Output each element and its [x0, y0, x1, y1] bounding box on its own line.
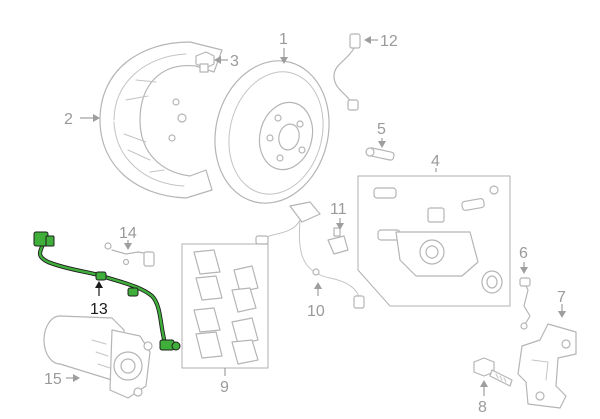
part-5-guide-pin[interactable] [365, 147, 395, 161]
callout-7[interactable]: 7 [557, 289, 566, 306]
part-11-sensor-bracket[interactable] [327, 227, 349, 255]
callout-14[interactable]: 14 [119, 225, 137, 242]
callout-4[interactable]: 4 [431, 153, 440, 170]
part-12-brake-hose[interactable] [333, 33, 361, 111]
part-3-bolt[interactable] [195, 51, 215, 73]
callout-3[interactable]: 3 [230, 53, 239, 70]
leader-2 [80, 114, 100, 122]
leader-12 [364, 36, 378, 44]
callout-1[interactable]: 1 [279, 31, 288, 48]
leader-1 [280, 48, 288, 64]
part-7-caliper-bracket[interactable] [517, 323, 577, 409]
leader-8 [480, 380, 488, 396]
leader-15 [66, 374, 80, 382]
part-10-abs-sensor[interactable] [255, 201, 365, 309]
part-15-actuator-motor[interactable] [43, 315, 153, 399]
part-6-spring-clip[interactable] [519, 277, 531, 330]
part-1-brake-rotor[interactable] [200, 49, 344, 216]
callout-8[interactable]: 8 [478, 399, 487, 416]
callout-6[interactable]: 6 [519, 245, 528, 262]
leader-6 [520, 262, 528, 274]
leader-10 [314, 282, 322, 296]
callout-12[interactable]: 12 [380, 33, 398, 50]
part-4-caliper-kit[interactable] [357, 175, 511, 307]
callout-10[interactable]: 10 [307, 303, 325, 320]
callout-5[interactable]: 5 [377, 121, 386, 138]
callout-13[interactable]: 13 [90, 301, 108, 318]
leader-14 [124, 240, 132, 250]
callout-9[interactable]: 9 [220, 379, 229, 396]
callout-15[interactable]: 15 [44, 371, 62, 388]
callout-2[interactable]: 2 [64, 111, 73, 128]
leader-5 [378, 138, 386, 148]
part-8-bracket-bolt[interactable] [473, 357, 513, 387]
part-13-abs-sensor-harness[interactable] [33, 231, 181, 351]
part-14-harness-clip[interactable] [104, 242, 155, 267]
leader-3 [214, 56, 228, 64]
leader-11 [336, 218, 344, 230]
leader-7 [558, 304, 566, 318]
part-2-dust-shield[interactable] [99, 41, 223, 199]
callout-11[interactable]: 11 [330, 201, 347, 218]
part-9-brake-pad-set[interactable] [181, 243, 269, 369]
leader-13 [95, 281, 103, 296]
